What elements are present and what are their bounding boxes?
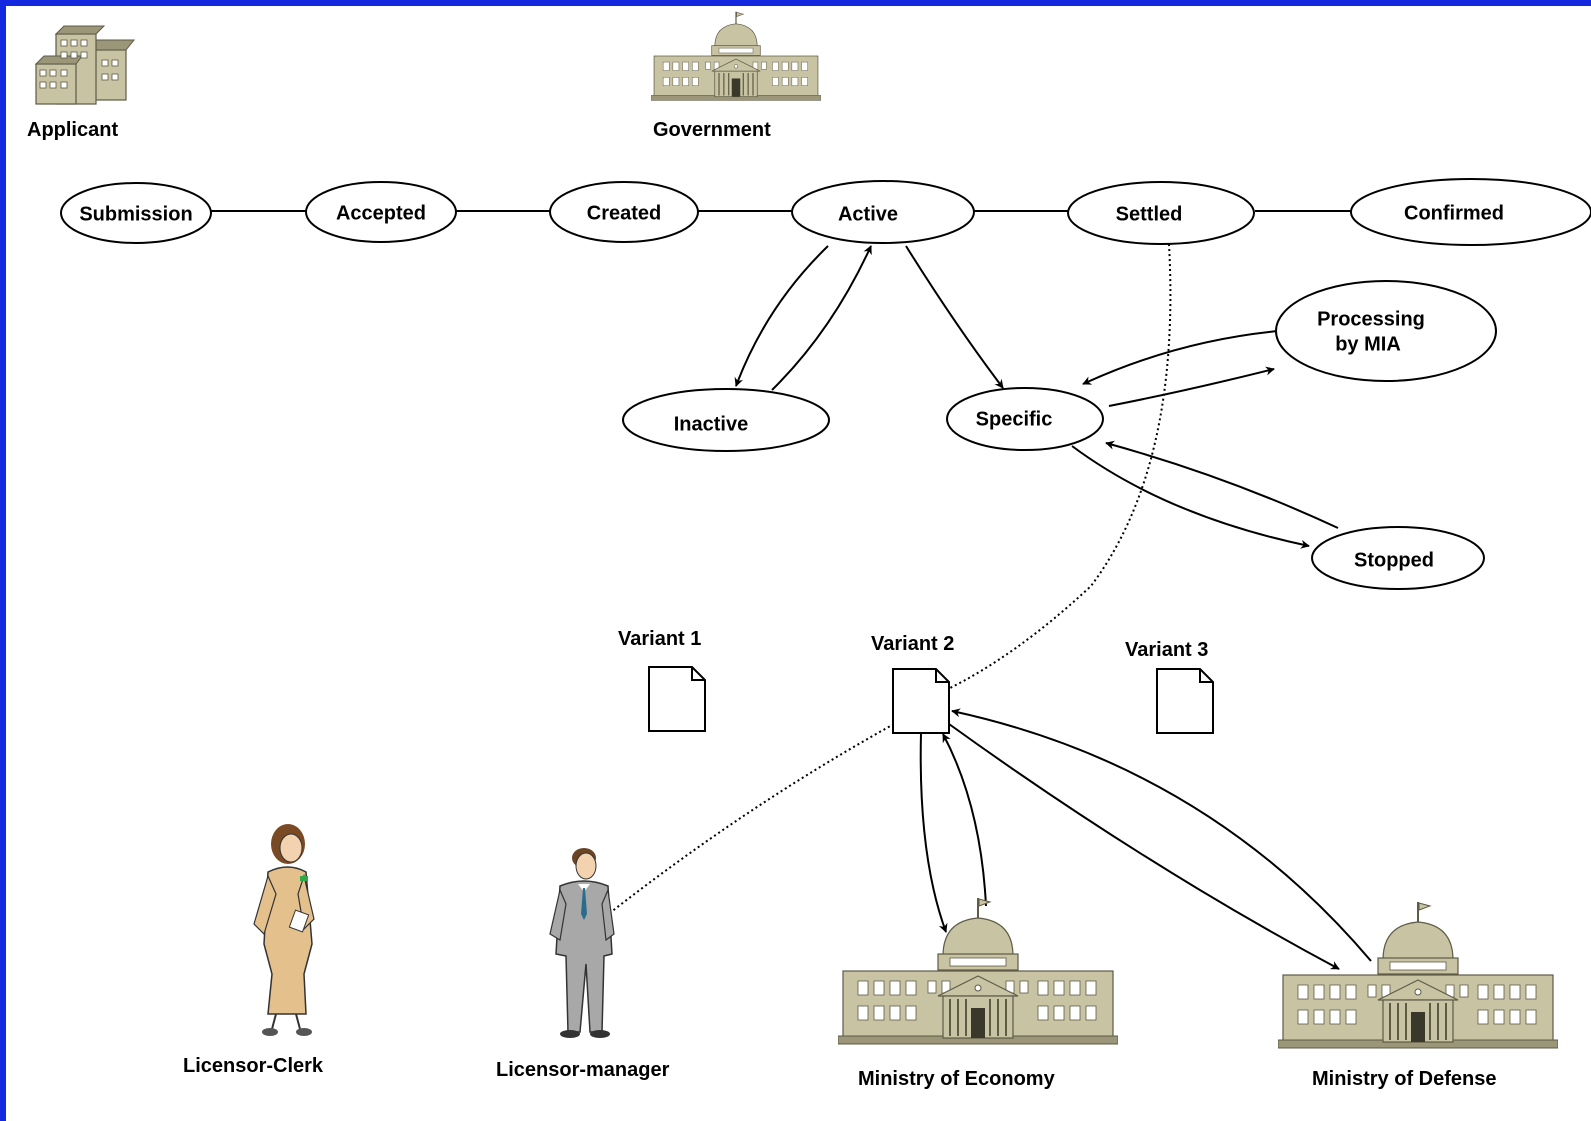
state-confirmed[interactable]: Confirmed	[1350, 178, 1591, 246]
diagram-canvas: Applicant Government Submission Accepted	[6, 6, 1591, 1121]
state-processing-by-mia[interactable]: Processing by MIA	[1275, 280, 1497, 382]
ministry-defense-label: Ministry of Defense	[1312, 1068, 1496, 1090]
state-label: Accepted	[336, 202, 426, 224]
document-icon[interactable]	[648, 666, 706, 732]
state-accepted[interactable]: Accepted	[305, 181, 457, 243]
transition-arrows	[734, 245, 1372, 970]
state-label: Active	[838, 203, 898, 225]
state-label-line1: Processing	[1317, 308, 1425, 330]
variant2-label: Variant 2	[871, 633, 954, 655]
state-settled[interactable]: Settled	[1067, 181, 1255, 245]
state-label: Stopped	[1354, 549, 1434, 571]
state-label: Specific	[976, 408, 1053, 430]
state-diagram: Applicant Government Submission Accepted	[27, 11, 1591, 1090]
applicant-label: Applicant	[27, 119, 118, 141]
licensor-manager-label: Licensor-manager	[496, 1059, 670, 1081]
variant1-label: Variant 1	[618, 628, 701, 650]
state-specific[interactable]: Specific	[946, 387, 1104, 451]
state-label: Inactive	[674, 413, 748, 435]
man-manager-icon	[549, 848, 615, 1038]
office-building-icon	[34, 25, 136, 105]
government-icon	[651, 11, 821, 101]
state-stopped[interactable]: Stopped	[1311, 526, 1485, 590]
document-icon[interactable]	[1156, 668, 1214, 734]
variant3-label: Variant 3	[1125, 639, 1208, 661]
dotted-links	[605, 243, 1172, 917]
capitol-building-icon	[1278, 901, 1558, 1049]
woman-clerk-icon	[253, 824, 315, 1036]
state-label: Settled	[1116, 203, 1183, 225]
licensor-clerk-label: Licensor-Clerk	[183, 1055, 324, 1077]
government-label: Government	[653, 119, 771, 141]
state-inactive[interactable]: Inactive	[622, 388, 830, 452]
state-submission[interactable]: Submission	[60, 182, 212, 244]
ministry-economy-label: Ministry of Economy	[858, 1068, 1056, 1090]
capitol-building-icon	[838, 897, 1118, 1045]
state-created[interactable]: Created	[549, 181, 699, 243]
state-label: Submission	[79, 203, 192, 225]
state-label: Confirmed	[1404, 202, 1504, 224]
state-label-line2: by MIA	[1335, 333, 1401, 355]
state-label: Created	[587, 202, 661, 224]
state-active[interactable]: Active	[791, 180, 975, 244]
document-icon[interactable]	[892, 668, 950, 734]
